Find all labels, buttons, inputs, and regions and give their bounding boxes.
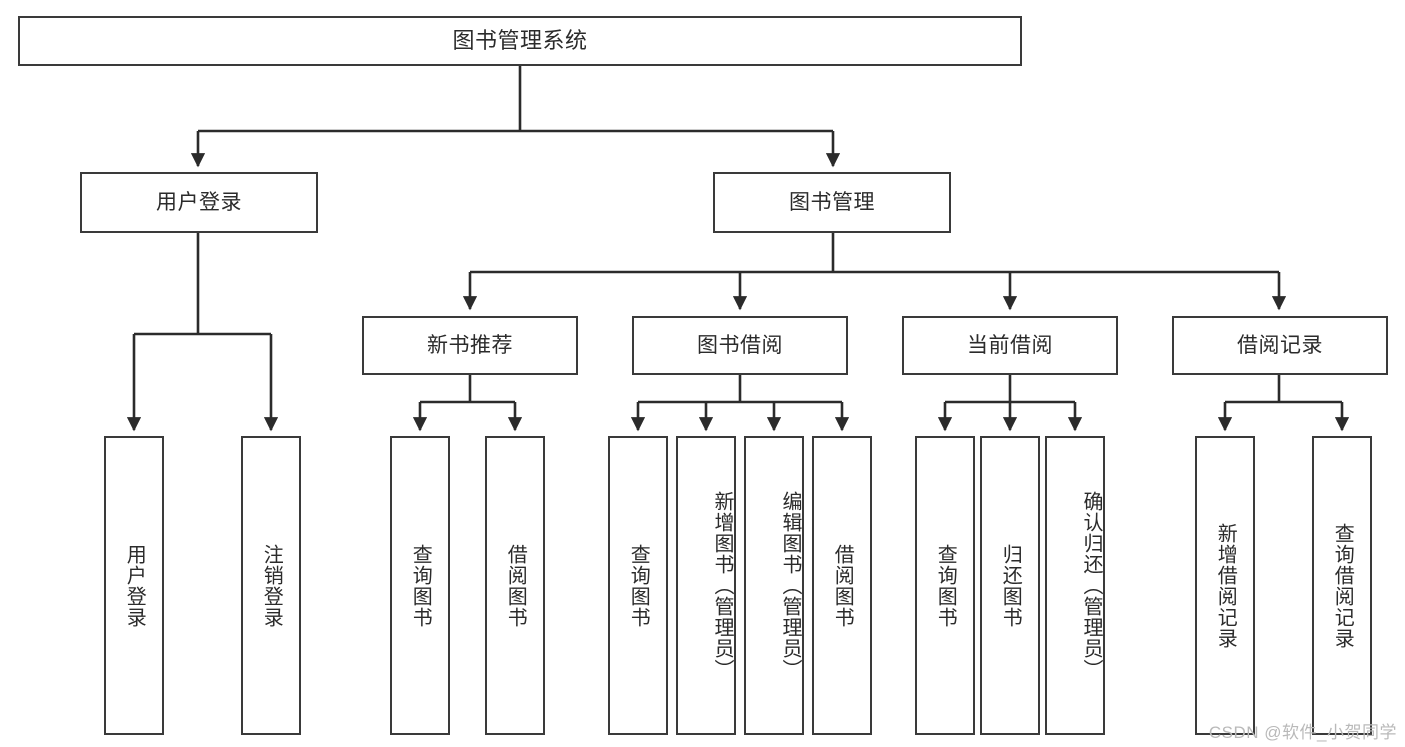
csdn-watermark: CSDN @软件_小贺同学 xyxy=(1208,723,1397,742)
leaf-label: 确认归还（管理员） xyxy=(1080,491,1102,680)
leaf-borrow-record-query-record[interactable]: 查询借阅记录 xyxy=(1312,436,1372,735)
leaf-new-book-borrow-book[interactable]: 借阅图书 xyxy=(485,436,545,735)
leaf-book-borrow-borrow-book[interactable]: 借阅图书 xyxy=(812,436,872,735)
node-current-borrow-label: 当前借阅 xyxy=(967,333,1053,357)
leaf-label: 查询图书 xyxy=(627,543,650,628)
node-book-management[interactable]: 图书管理 xyxy=(713,172,951,233)
leaf-label: 新增借阅记录 xyxy=(1214,522,1237,649)
leaf-label: 用户登录 xyxy=(123,543,146,628)
leaf-label: 借阅图书 xyxy=(504,543,527,628)
leaf-label: 新增图书（管理员） xyxy=(711,491,733,680)
leaf-label: 归还图书 xyxy=(999,543,1022,628)
node-user-login[interactable]: 用户登录 xyxy=(80,172,318,233)
leaf-label: 查询借阅记录 xyxy=(1331,522,1354,649)
leaf-current-borrow-query-book[interactable]: 查询图书 xyxy=(915,436,975,735)
node-current-borrow[interactable]: 当前借阅 xyxy=(902,316,1118,375)
leaf-book-borrow-edit-book-admin[interactable]: 编辑图书（管理员） xyxy=(744,436,804,735)
leaf-user-login-login[interactable]: 用户登录 xyxy=(104,436,164,735)
leaf-label: 查询图书 xyxy=(934,543,957,628)
node-root-label: 图书管理系统 xyxy=(452,27,588,53)
node-book-borrow-label: 图书借阅 xyxy=(697,333,783,357)
leaf-new-book-query-book[interactable]: 查询图书 xyxy=(390,436,450,735)
node-borrow-record[interactable]: 借阅记录 xyxy=(1172,316,1388,375)
leaf-label: 注销登录 xyxy=(260,543,283,628)
node-book-management-label: 图书管理 xyxy=(789,190,875,214)
node-new-book-recommend-label: 新书推荐 xyxy=(427,333,513,357)
node-new-book-recommend[interactable]: 新书推荐 xyxy=(362,316,578,375)
leaf-current-borrow-confirm-return-admin[interactable]: 确认归还（管理员） xyxy=(1045,436,1105,735)
leaf-label: 借阅图书 xyxy=(831,543,854,628)
leaf-book-borrow-query-book[interactable]: 查询图书 xyxy=(608,436,668,735)
leaf-book-borrow-add-book-admin[interactable]: 新增图书（管理员） xyxy=(676,436,736,735)
leaf-label: 查询图书 xyxy=(409,543,432,628)
leaf-current-borrow-return-book[interactable]: 归还图书 xyxy=(980,436,1040,735)
node-borrow-record-label: 借阅记录 xyxy=(1237,333,1323,357)
node-user-login-label: 用户登录 xyxy=(156,190,242,214)
node-book-borrow[interactable]: 图书借阅 xyxy=(632,316,848,375)
leaf-user-login-logout[interactable]: 注销登录 xyxy=(241,436,301,735)
leaf-borrow-record-add-record[interactable]: 新增借阅记录 xyxy=(1195,436,1255,735)
leaf-label: 编辑图书（管理员） xyxy=(779,491,801,680)
node-root-book-management-system[interactable]: 图书管理系统 xyxy=(18,16,1022,66)
